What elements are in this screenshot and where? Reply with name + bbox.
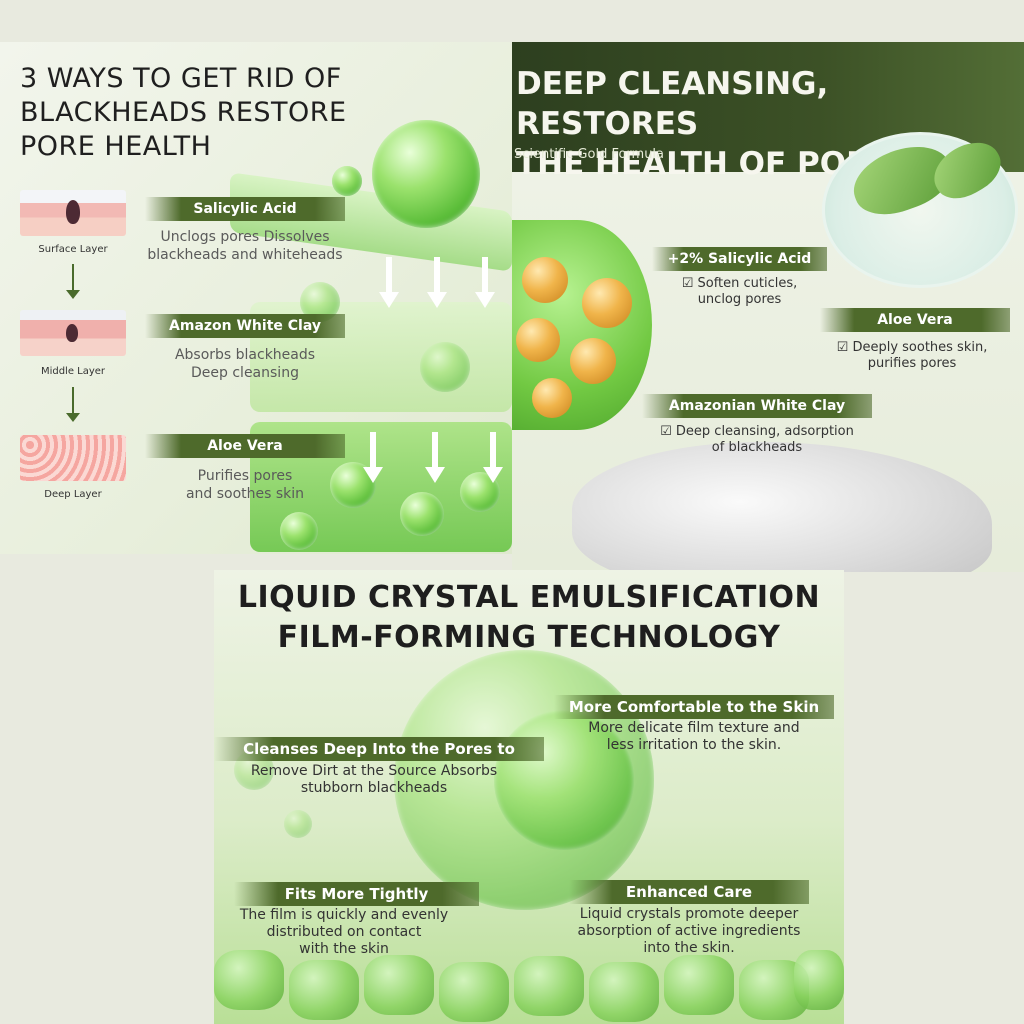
desc-line: ☑ Deeply soothes skin, (836, 340, 988, 355)
desc-line: distributed on contact (266, 924, 422, 940)
layer-label-surface: Surface Layer (38, 244, 108, 255)
title-line: FILM-FORMING TECHNOLOGY (277, 620, 781, 655)
gel-bubble (420, 342, 470, 392)
product-sphere (494, 710, 634, 850)
title-line: DEEP CLEANSING, RESTORES (516, 66, 829, 142)
down-arrow-icon (379, 292, 399, 308)
desc-line: More delicate film texture and (588, 720, 800, 736)
desc-line: Remove Dirt at the Source Absorbs (250, 763, 498, 779)
blackhead-icon (66, 324, 78, 342)
ingredient-label: Aloe Vera (820, 308, 1010, 332)
desc-line: and soothes skin (185, 486, 305, 502)
desc-line: of blackheads (711, 440, 803, 455)
down-arrow-icon (66, 290, 80, 299)
flow-line (72, 264, 74, 290)
ingredient-desc: Absorbs blackheads Deep cleansing (130, 346, 360, 382)
desc-line: into the skin. (643, 940, 735, 956)
gel-bubble (400, 492, 444, 536)
feature-label: More Comfortable to the Skin (554, 695, 834, 719)
green-sphere (372, 120, 480, 228)
gel-cell (514, 956, 584, 1016)
down-arrow-icon (425, 467, 445, 483)
title-line: LIQUID CRYSTAL EMULSIFICATION (237, 580, 821, 615)
feature-desc: Liquid crystals promote deeper absorptio… (549, 906, 829, 957)
desc-line: unclog pores (697, 292, 782, 307)
ingredient-desc: Unclogs pores Dissolves blackheads and w… (130, 228, 360, 264)
skin-deep-layer-image (20, 435, 126, 481)
gel-bubble (280, 512, 318, 550)
skin-middle-layer-image (20, 310, 126, 356)
down-arrow-icon (427, 292, 447, 308)
down-arrow-stem (370, 432, 376, 470)
desc-line: purifies pores (867, 356, 957, 371)
desc-line: The film is quickly and evenly (239, 907, 449, 923)
ingredient-desc: Purifies pores and soothes skin (130, 467, 360, 503)
down-arrow-icon (363, 467, 383, 483)
skin-surface-layer-image (20, 190, 126, 236)
desc-line: Liquid crystals promote deeper (579, 906, 799, 922)
blackhead-icon (66, 200, 80, 224)
ingredient-label: Salicylic Acid (145, 197, 345, 221)
gel-cell (589, 962, 659, 1022)
desc-line: stubborn blackheads (300, 780, 448, 796)
panel1-title: 3 WAYS TO GET RID OF BLACKHEADS RESTORE … (20, 63, 347, 162)
layer-label-deep: Deep Layer (44, 489, 102, 500)
deep-cleansing-panel: DEEP CLEANSING, RESTORES THE HEALTH OF P… (512, 42, 1024, 572)
ingredient-desc: ☑ Deep cleansing, adsorption of blackhea… (632, 424, 882, 456)
ingredient-label: Amazonian White Clay (642, 394, 872, 418)
down-arrow-icon (66, 413, 80, 422)
ingredient-label: +2% Salicylic Acid (652, 247, 827, 271)
panel2-subtitle: Scientific Gold Formula (514, 147, 665, 162)
feature-label: Enhanced Care (569, 880, 809, 904)
water-droplet (284, 810, 312, 838)
atom (522, 257, 568, 303)
feature-label: Fits More Tightly (234, 882, 479, 906)
down-arrow-stem (482, 257, 488, 295)
down-arrow-stem (490, 432, 496, 470)
desc-line: ☑ Soften cuticles, (681, 276, 798, 291)
atom (570, 338, 616, 384)
gel-cell (214, 950, 284, 1010)
down-arrow-stem (432, 432, 438, 470)
gel-cell (439, 962, 509, 1022)
desc-line: absorption of active ingredients (577, 923, 801, 939)
feature-desc: Remove Dirt at the Source Absorbs stubbo… (224, 763, 524, 797)
down-arrow-stem (386, 257, 392, 295)
down-arrow-stem (434, 257, 440, 295)
flow-line (72, 387, 74, 413)
gel-cell (794, 950, 844, 1010)
gel-cell (289, 960, 359, 1020)
down-arrow-icon (475, 292, 495, 308)
desc-line: with the skin (299, 941, 389, 957)
desc-line: Unclogs pores Dissolves (160, 229, 330, 245)
liquid-crystal-panel: LIQUID CRYSTAL EMULSIFICATION FILM-FORMI… (214, 570, 844, 1024)
feature-label: Cleanses Deep Into the Pores to (214, 737, 544, 761)
gel-cell (364, 955, 434, 1015)
desc-line: Deep cleansing (191, 365, 299, 381)
ingredient-desc: ☑ Soften cuticles, unclog pores (652, 276, 827, 308)
layer-label-middle: Middle Layer (40, 366, 106, 377)
desc-line: Absorbs blackheads (174, 347, 316, 363)
desc-line: ☑ Deep cleansing, adsorption (660, 424, 854, 439)
desc-line: Purifies pores (197, 468, 293, 484)
small-bubble (332, 166, 362, 196)
ingredient-label: Amazon White Clay (145, 314, 345, 338)
ingredient-label: Aloe Vera (145, 434, 345, 458)
atom (516, 318, 560, 362)
panel3-title: LIQUID CRYSTAL EMULSIFICATION FILM-FORMI… (214, 578, 844, 658)
feature-desc: More delicate film texture and less irri… (554, 720, 834, 754)
gel-cell (664, 955, 734, 1015)
down-arrow-icon (483, 467, 503, 483)
atom (582, 278, 632, 328)
desc-line: less irritation to the skin. (606, 737, 782, 753)
ingredient-desc: ☑ Deeply soothes skin, purifies pores (812, 340, 1012, 372)
desc-line: blackheads and whiteheads (147, 247, 343, 263)
blackheads-panel: 3 WAYS TO GET RID OF BLACKHEADS RESTORE … (0, 42, 512, 554)
atom (532, 378, 572, 418)
feature-desc: The film is quickly and evenly distribut… (214, 907, 474, 958)
